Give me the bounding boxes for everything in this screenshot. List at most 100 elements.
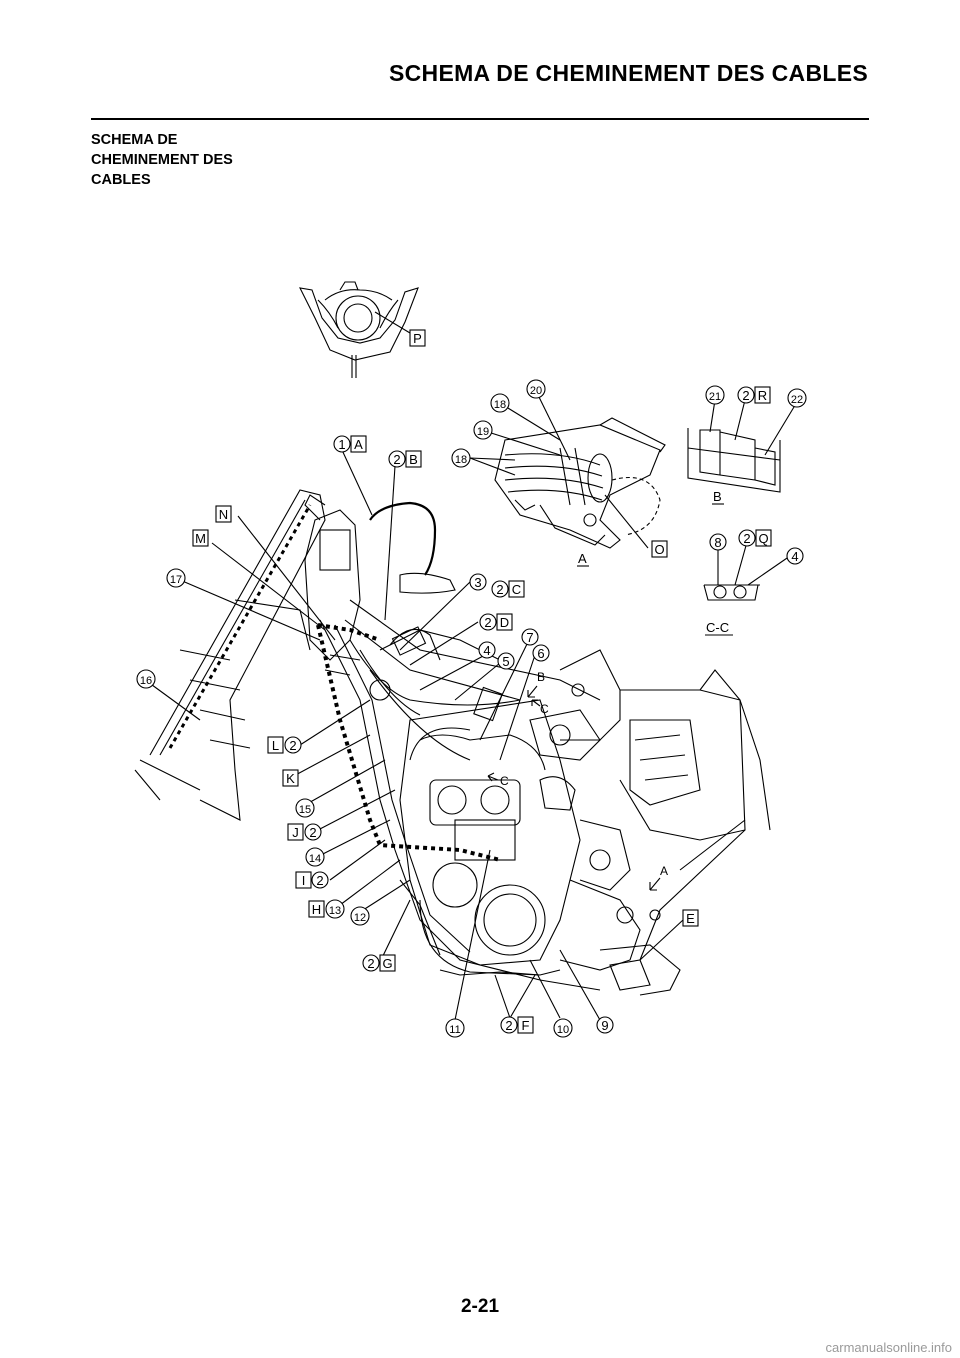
svg-text:12: 12: [354, 912, 366, 924]
callout-2: 2: [500, 1016, 518, 1034]
boxed-letters: A B C D E F G H I J K L M N O P Q R: [192, 329, 772, 1034]
callout-21: 21: [705, 385, 725, 405]
svg-text:2: 2: [309, 825, 316, 840]
detail-b-drawing: [687, 428, 781, 493]
svg-text:18: 18: [494, 399, 506, 411]
letter-box-l: L: [267, 736, 284, 754]
svg-text:2: 2: [496, 582, 503, 597]
svg-text:2: 2: [316, 873, 323, 888]
callout-13: 13: [325, 899, 345, 919]
svg-text:2: 2: [367, 956, 374, 971]
callout-2: 2: [304, 823, 322, 841]
callout-2: 2: [479, 613, 497, 631]
svg-text:P: P: [413, 331, 422, 346]
callout-12: 12: [350, 906, 370, 926]
headlight-detail-drawing: [299, 281, 419, 378]
letter-box-b: B: [405, 450, 422, 468]
letter-box-p: P: [409, 329, 426, 347]
view-arrows: B C C A: [487, 670, 668, 891]
callout-2: 2: [737, 386, 755, 404]
svg-text:O: O: [654, 542, 664, 557]
svg-text:16: 16: [140, 675, 152, 687]
header-rule: [91, 118, 869, 120]
svg-text:21: 21: [709, 391, 721, 403]
letter-box-k: K: [282, 769, 299, 787]
view-label-b: B: [713, 489, 722, 504]
callout-6: 6: [532, 644, 550, 662]
callout-2: 2: [388, 450, 406, 468]
callout-4: 4: [786, 547, 804, 565]
svg-text:N: N: [219, 507, 228, 522]
letter-box-f: F: [517, 1016, 534, 1034]
svg-text:20: 20: [530, 385, 542, 397]
letter-box-a: A: [350, 435, 367, 453]
arrow-label-b: B: [537, 670, 545, 684]
callout-20: 20: [526, 379, 546, 399]
arrow-label-c: C: [540, 702, 549, 716]
section-heading-line: CABLES: [91, 172, 151, 188]
page-number: 2-21: [460, 1296, 500, 1317]
svg-text:4: 4: [791, 549, 798, 564]
svg-text:I: I: [302, 873, 306, 888]
callout-2: 2: [738, 529, 756, 547]
svg-text:F: F: [522, 1018, 530, 1033]
detail-cc-drawing: [703, 584, 760, 601]
svg-text:G: G: [382, 956, 392, 971]
svg-text:R: R: [758, 388, 767, 403]
svg-text:2: 2: [505, 1018, 512, 1033]
svg-text:6: 6: [537, 646, 544, 661]
callout-22: 22: [787, 388, 807, 408]
svg-text:5: 5: [502, 654, 509, 669]
svg-text:4: 4: [483, 643, 490, 658]
letter-box-h: H: [308, 900, 325, 918]
callout-19: 19: [473, 420, 493, 440]
view-label-a: A: [578, 551, 587, 566]
motorcycle-frame-drawing: [134, 489, 771, 996]
callout-11: 11: [445, 1018, 465, 1038]
section-heading-line: SCHEMA DE: [91, 132, 178, 148]
svg-text:1: 1: [338, 437, 345, 452]
svg-text:C: C: [512, 582, 521, 597]
svg-text:7: 7: [526, 630, 533, 645]
svg-text:2: 2: [484, 615, 491, 630]
view-labels: A B C-C: [577, 489, 733, 636]
svg-text:13: 13: [329, 905, 341, 917]
callout-7: 7: [521, 628, 539, 646]
svg-text:9: 9: [601, 1018, 608, 1033]
callout-14: 14: [305, 847, 325, 867]
callout-9: 9: [596, 1016, 614, 1034]
letter-box-i: I: [295, 871, 312, 889]
callout-2: 2: [491, 580, 509, 598]
callout-2: 2: [311, 871, 329, 889]
callout-10: 10: [553, 1018, 573, 1038]
svg-text:18: 18: [455, 454, 467, 466]
callout-4: 4: [478, 641, 496, 659]
svg-text:17: 17: [170, 574, 182, 586]
arrow-label-c: C: [500, 774, 509, 788]
watermark: carmanualsonline.info: [825, 1340, 952, 1355]
letter-box-g: G: [379, 954, 396, 972]
letter-box-o: O: [651, 540, 668, 558]
svg-text:M: M: [195, 531, 206, 546]
svg-text:19: 19: [477, 426, 489, 438]
letter-box-n: N: [215, 505, 232, 523]
svg-text:3: 3: [474, 575, 481, 590]
letter-box-r: R: [754, 386, 771, 404]
svg-text:A: A: [354, 437, 363, 452]
svg-text:8: 8: [714, 535, 721, 550]
callout-8: 8: [709, 533, 727, 551]
callout-5: 5: [497, 652, 515, 670]
callout-3: 3: [469, 573, 487, 591]
detail-a-drawing: [494, 417, 666, 549]
section-heading: SCHEMA DE CHEMINEMENT DES CABLES: [91, 130, 311, 190]
svg-text:Q: Q: [758, 531, 768, 546]
svg-text:15: 15: [299, 804, 311, 816]
letter-box-m: M: [192, 529, 209, 547]
letter-box-d: D: [496, 613, 513, 631]
svg-text:J: J: [292, 825, 299, 840]
callout-numbers: 1 2 2 2 2 2 2 2 2 2 2 2 3 4 4 5 6 7 8 9 …: [136, 379, 807, 1038]
callout-18: 18: [451, 448, 471, 468]
callout-2: 2: [284, 736, 302, 754]
svg-text:E: E: [686, 911, 695, 926]
